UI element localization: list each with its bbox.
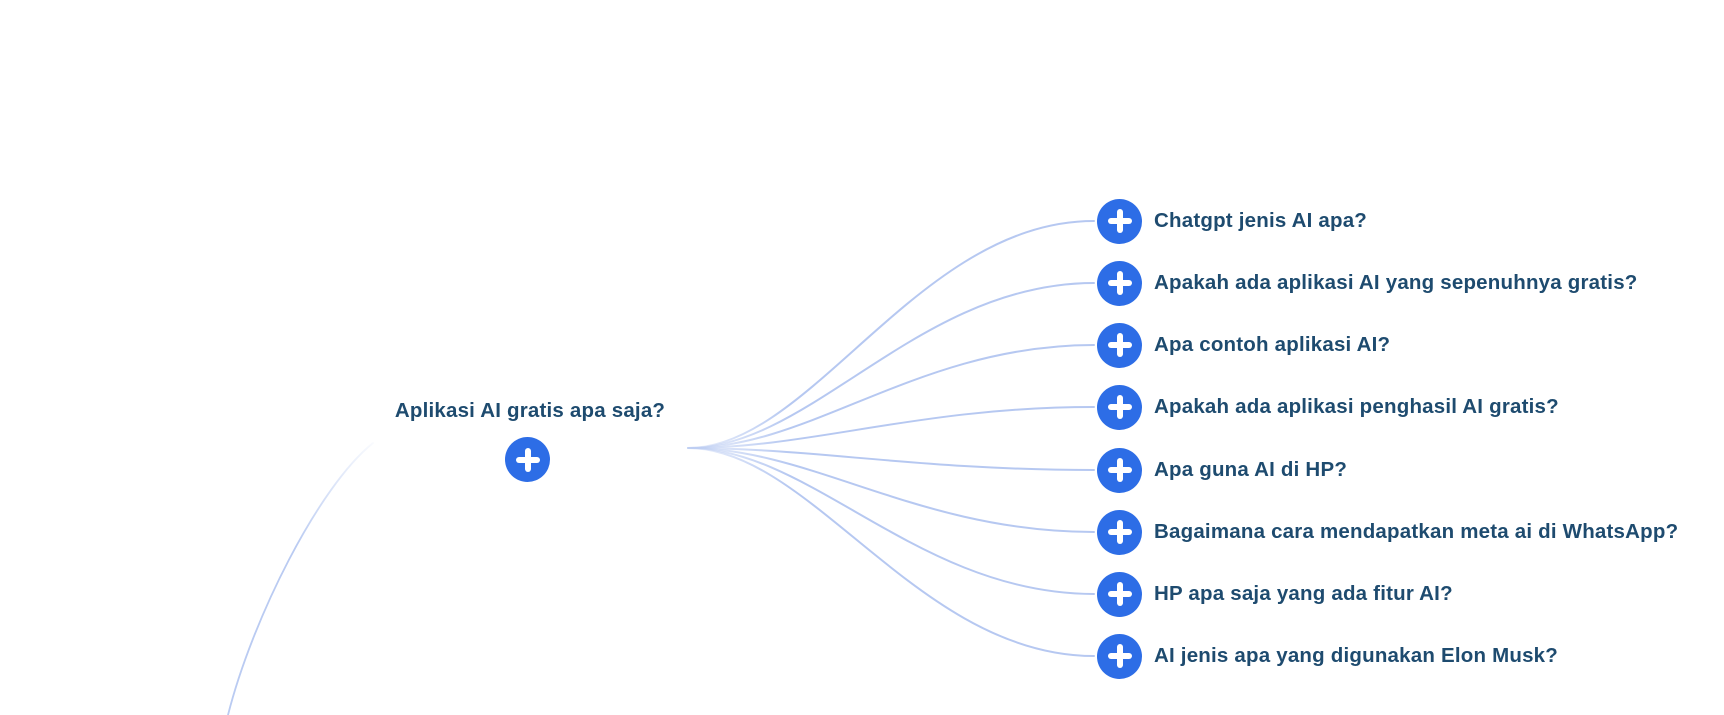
child-node-label: Chatgpt jenis AI apa? bbox=[1154, 209, 1368, 232]
connector-line bbox=[687, 282, 1095, 449]
child-node: Apa contoh aplikasi AI? bbox=[1097, 322, 1391, 368]
expand-button[interactable] bbox=[1097, 447, 1142, 493]
plus-icon bbox=[1107, 209, 1132, 233]
connector-line bbox=[687, 447, 1095, 657]
plus-icon bbox=[1107, 520, 1132, 544]
child-node-label: Apa guna AI di HP? bbox=[1154, 458, 1348, 481]
plus-icon bbox=[1107, 644, 1132, 668]
child-node: Apakah ada aplikasi AI yang sepenuhnya g… bbox=[1097, 260, 1638, 306]
child-node: Apa guna AI di HP? bbox=[1097, 447, 1348, 493]
root-expand-button[interactable] bbox=[505, 437, 550, 482]
plus-icon bbox=[515, 447, 540, 472]
child-node-label: Apa contoh aplikasi AI? bbox=[1154, 333, 1391, 356]
child-node-label: AI jenis apa yang digunakan Elon Musk? bbox=[1154, 644, 1559, 667]
child-node-label: HP apa saja yang ada fitur AI? bbox=[1154, 582, 1453, 605]
expand-button[interactable] bbox=[1097, 260, 1142, 306]
root-node-label: Aplikasi AI gratis apa saja? bbox=[394, 399, 666, 422]
connector-line bbox=[687, 406, 1095, 449]
child-node: AI jenis apa yang digunakan Elon Musk? bbox=[1097, 633, 1559, 679]
child-node: Apakah ada aplikasi penghasil AI gratis? bbox=[1097, 384, 1559, 430]
connector-line bbox=[687, 344, 1095, 449]
connector-line bbox=[687, 447, 1095, 595]
child-node-label: Apakah ada aplikasi AI yang sepenuhnya g… bbox=[1154, 271, 1638, 294]
plus-icon bbox=[1107, 333, 1132, 357]
plus-icon bbox=[1107, 395, 1132, 419]
expand-button[interactable] bbox=[1097, 509, 1142, 555]
child-node: Bagaimana cara mendapatkan meta ai di Wh… bbox=[1097, 509, 1679, 555]
connector-line bbox=[687, 220, 1095, 449]
expand-button[interactable] bbox=[1097, 384, 1142, 430]
plus-icon bbox=[1107, 271, 1132, 295]
expand-button[interactable] bbox=[1097, 633, 1142, 679]
connector-line bbox=[687, 447, 1095, 533]
child-node-label: Bagaimana cara mendapatkan meta ai di Wh… bbox=[1154, 520, 1679, 543]
expand-button[interactable] bbox=[1097, 322, 1142, 368]
child-node: HP apa saja yang ada fitur AI? bbox=[1097, 571, 1453, 617]
child-node: Chatgpt jenis AI apa? bbox=[1097, 198, 1368, 244]
expand-button[interactable] bbox=[1097, 571, 1142, 617]
plus-icon bbox=[1107, 458, 1132, 482]
connector-line bbox=[687, 447, 1095, 471]
plus-icon bbox=[1107, 582, 1132, 606]
expand-button[interactable] bbox=[1097, 198, 1142, 244]
child-node-label: Apakah ada aplikasi penghasil AI gratis? bbox=[1154, 395, 1559, 418]
connector-line-offscreen bbox=[227, 442, 374, 715]
